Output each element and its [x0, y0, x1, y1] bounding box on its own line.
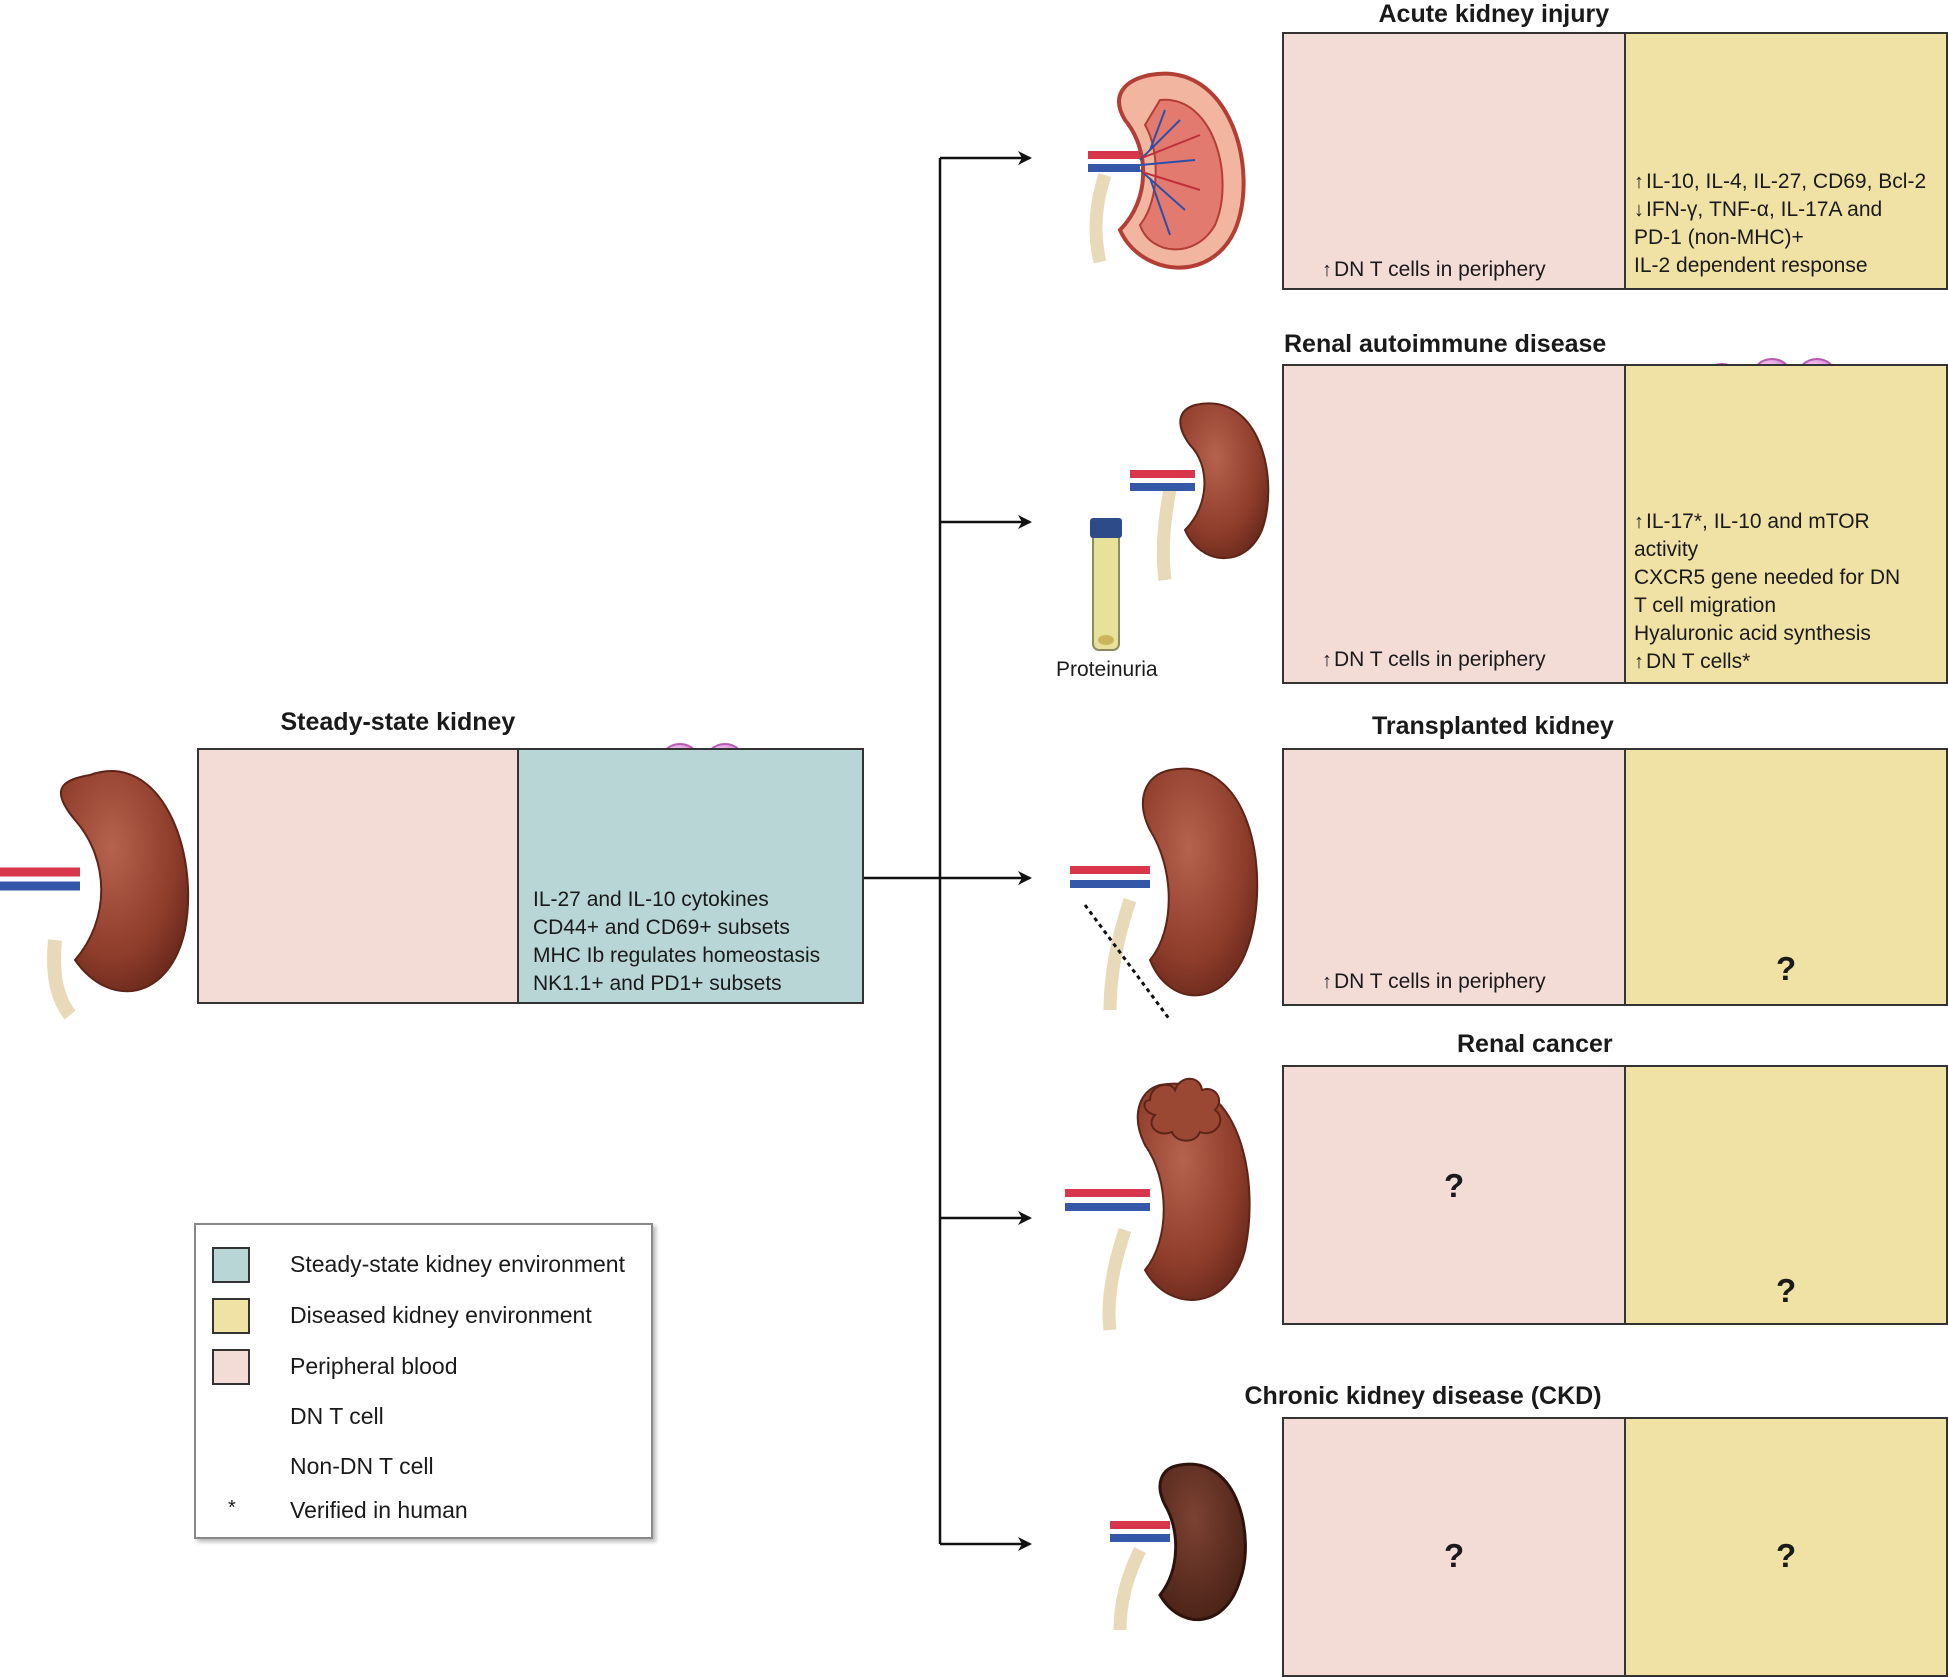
aki-env-line-3: PD-1 (non-MHC)+ [1634, 226, 1804, 249]
kidney-cancer-icon [1065, 1077, 1251, 1331]
ckd-periphery-question: ? [1444, 1537, 1465, 1574]
cancer-env-question: ? [1776, 1272, 1797, 1309]
autoimmune-title: Renal autoimmune disease [1284, 330, 1607, 358]
autoimmune-periphery-text: ↑DN T cells in periphery [1322, 648, 1546, 671]
urine-tube-icon [1092, 529, 1120, 651]
steady-peripheral-blood [199, 750, 517, 1002]
ckd-env-question: ? [1776, 1537, 1797, 1574]
cancer-periphery-question: ? [1444, 1167, 1465, 1204]
autoimmune-env-line-2: activity [1634, 538, 1699, 561]
transplanted-title: Transplanted kidney [1372, 712, 1614, 740]
cancer-diseased-environment: ? [1624, 1067, 1946, 1323]
legend-label-dn-cell: DN T cell [290, 1403, 384, 1429]
autoimmune-panel: ↑DN T cells in periphery ↑IL-17*, IL-10 … [1282, 364, 1948, 684]
transplanted-env-question: ? [1776, 950, 1797, 987]
steady-line-2: CD44+ and CD69+ subsets [533, 916, 790, 939]
legend-label-peripheral: Peripheral blood [290, 1353, 458, 1379]
kidney-autoimmune-icon [1090, 402, 1270, 651]
asterisk-icon: * [228, 1497, 236, 1519]
transplanted-peripheral-blood: ↑DN T cells in periphery [1284, 750, 1624, 1004]
legend-label-non-dn-cell: Non-DN T cell [290, 1453, 434, 1479]
ckd-diseased-environment: ? [1624, 1419, 1946, 1675]
autoimmune-env-line-6: ↑DN T cells* [1634, 650, 1751, 673]
cancer-title: Renal cancer [1457, 1030, 1613, 1058]
transplanted-panel: ↑DN T cells in periphery ? [1282, 748, 1948, 1006]
autoimmune-env-line-1: ↑IL-17*, IL-10 and mTOR [1634, 510, 1870, 533]
steady-kidney-environment: IL-27 and IL-10 cytokines CD44+ and CD69… [517, 750, 862, 1002]
aki-diseased-environment: ↑IL-10, IL-4, IL-27, CD69, Bcl-2 ↓IFN-γ,… [1624, 34, 1946, 288]
aki-env-line-2: ↓IFN-γ, TNF-α, IL-17A and [1634, 198, 1883, 221]
autoimmune-env-line-5: Hyaluronic acid synthesis [1634, 622, 1871, 645]
steady-line-4: NK1.1+ and PD1+ subsets [533, 972, 782, 995]
legend-label-verified: Verified in human [290, 1497, 468, 1523]
autoimmune-peripheral-blood: ↑DN T cells in periphery [1284, 366, 1624, 682]
kidney-aki-icon [1088, 71, 1246, 270]
ckd-peripheral-blood: ? [1284, 1419, 1624, 1675]
aki-title: Acute kidney injury [1378, 0, 1610, 28]
aki-periphery-text: ↑DN T cells in periphery [1322, 258, 1546, 281]
steady-line-3: MHC Ib regulates homeostasis [533, 944, 821, 967]
kidney-transplanted-icon [1070, 767, 1259, 1021]
aki-panel: ↑DN T cells in periphery ↑IL-10, IL-4, I… [1282, 32, 1948, 290]
steady-panel: IL-27 and IL-10 cytokines CD44+ and CD69… [197, 748, 864, 1004]
cancer-peripheral-blood: ? [1284, 1067, 1624, 1323]
transplanted-diseased-environment: ? [1624, 750, 1946, 1004]
proteinuria-label: Proteinuria [1056, 658, 1158, 681]
kidney-steady-icon [0, 770, 190, 1020]
transplanted-periphery-text: ↑DN T cells in periphery [1322, 970, 1546, 993]
aki-peripheral-blood: ↑DN T cells in periphery [1284, 34, 1624, 288]
steady-line-1: IL-27 and IL-10 cytokines [533, 888, 769, 911]
ckd-title: Chronic kidney disease (CKD) [1244, 1382, 1602, 1410]
autoimmune-env-line-4: T cell migration [1634, 594, 1776, 617]
aki-env-line-4: IL-2 dependent response [1634, 254, 1868, 277]
legend-label-steady: Steady-state kidney environment [290, 1251, 625, 1277]
legend: Steady-state kidney environment Diseased… [194, 1223, 653, 1539]
autoimmune-diseased-environment: ↑IL-17*, IL-10 and mTOR activity CXCR5 g… [1624, 366, 1946, 682]
steady-title: Steady-state kidney [280, 708, 516, 736]
legend-label-diseased: Diseased kidney environment [290, 1302, 592, 1328]
autoimmune-env-line-3: CXCR5 gene needed for DN [1634, 566, 1901, 589]
legend-swatch-diseased [212, 1298, 250, 1334]
kidney-ckd-icon [1110, 1462, 1247, 1631]
legend-swatch-steady [212, 1247, 250, 1283]
legend-swatch-peripheral [212, 1349, 250, 1385]
ckd-panel: ? ? [1282, 1417, 1948, 1677]
connector-lines [864, 151, 1032, 1551]
aki-env-line-1: ↑IL-10, IL-4, IL-27, CD69, Bcl-2 [1634, 170, 1927, 193]
cancer-panel: ? ? [1282, 1065, 1948, 1325]
